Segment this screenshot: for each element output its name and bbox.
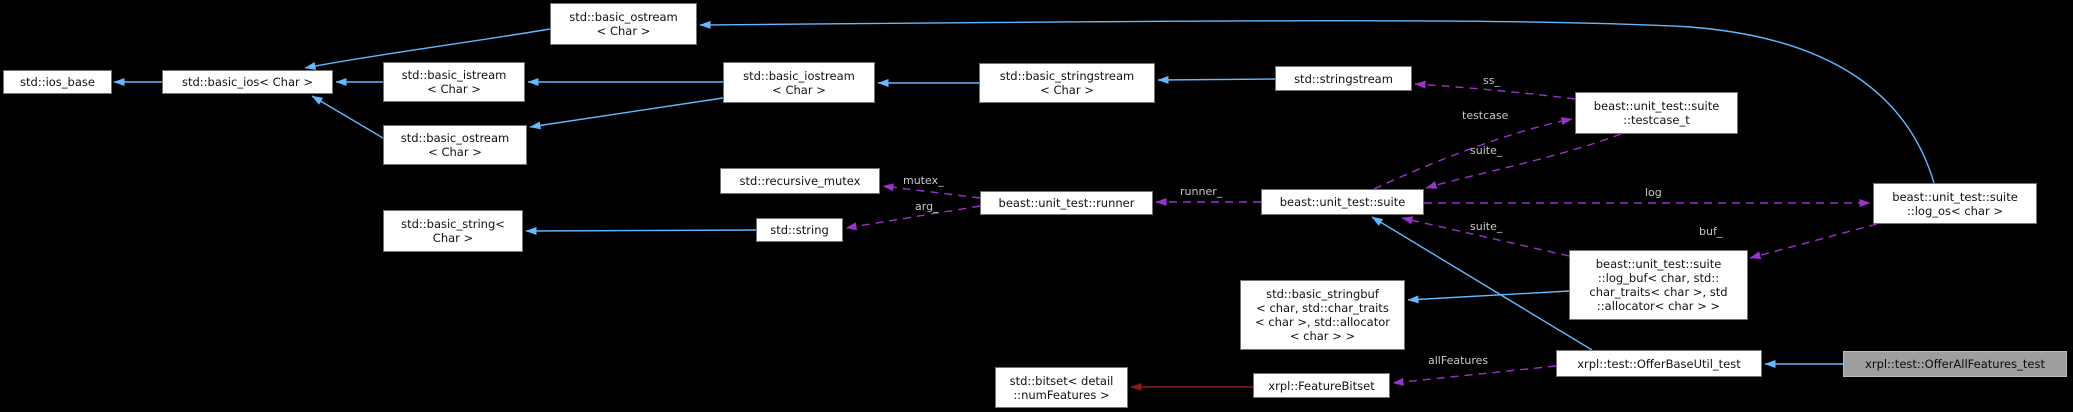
edge-inherit-log-buf-to-basic-stringbuf [1407,290,1570,304]
edge-usage-log-buf-to-suite [1401,216,1570,257]
node-xrpl-feature-bitset[interactable]: xrpl::FeatureBitset [1253,373,1390,398]
edge-label-all-features: allFeatures [1428,354,1489,367]
node-unit-test-runner[interactable]: beast::unit_test::runner [980,191,1153,215]
edge-label-log: log [1645,186,1662,199]
node-std-string[interactable]: std::string [756,218,843,242]
edge-usage-suite-to-testcase-t [1373,117,1573,190]
edge-label-runner: runner_ [1180,185,1223,198]
edge-usage-offer-base-util-to-feature-bitset [1392,365,1557,386]
node-suite-log-buf[interactable]: beast::unit_test::suite ::log_buf< char,… [1569,250,1748,320]
edge-usage-runner-to-recursive-mutex [882,183,981,199]
edge-inherit-log-os-to-basic-ostream-top [699,20,1935,184]
edge-usage-testcase-t-to-stringstream [1414,80,1576,100]
node-std-recursive-mutex[interactable]: std::recursive_mutex [720,168,880,194]
node-std-ios-base[interactable]: std::ios_base [3,70,112,94]
node-offer-all-features-test: xrpl::test::OfferAllFeatures_test [1843,351,2067,377]
node-std-basic-iostream[interactable]: std::basic_iostream < Char > [723,62,875,103]
edge-usage-runner-to-string [845,205,981,231]
edge-label-suite-upper: suite_ [1470,144,1503,157]
edge-usage-log-os-to-log-buf [1749,223,1878,260]
edge-inherit-basic-ostream-top-to-basic-ios [304,28,551,70]
node-suite-testcase-t[interactable]: beast::unit_test::suite ::testcase_t [1575,92,1738,134]
edge-label-arg: arg_ [915,200,939,213]
node-std-basic-ostream-top[interactable]: std::basic_ostream < Char > [550,3,697,45]
node-std-stringstream[interactable]: std::stringstream [1275,66,1412,91]
edge-inherit-stringstream-to-basic-stringstream [1157,75,1276,84]
node-std-basic-string[interactable]: std::basic_string< Char > [383,210,523,252]
edge-usage-testcase-t-to-suite [1425,133,1622,189]
edge-inherit-basic-iostream-to-basic-ostream-mid [529,97,724,130]
node-std-basic-ostream-mid[interactable]: std::basic_ostream < Char > [383,125,527,165]
edge-inherit-string-to-basic-string [525,226,757,235]
node-std-bitset[interactable]: std::bitset< detail ::numFeatures > [995,367,1128,408]
node-std-basic-ios[interactable]: std::basic_ios< Char > [162,70,333,94]
edge-inherit-offer-base-util-to-suite [1371,216,1593,351]
edge-label-mutex: mutex_ [903,174,944,187]
edge-label-suite-lower: suite_ [1470,220,1503,233]
node-std-basic-istream[interactable]: std::basic_istream < Char > [383,62,525,102]
edge-label-testcase: testcase [1462,109,1509,122]
edge-label-buf: buf_ [1699,225,1723,238]
node-suite-log-os[interactable]: beast::unit_test::suite ::log_os< char > [1873,183,2037,224]
edge-inherit-basic-ostream-mid-to-basic-ios [311,95,384,139]
node-offer-base-util-test[interactable]: xrpl::test::OfferBaseUtil_test [1556,350,1762,377]
node-unit-test-suite[interactable]: beast::unit_test::suite [1261,189,1424,215]
edge-label-ss: ss_ [1483,74,1500,87]
node-std-basic-stringstream[interactable]: std::basic_stringstream < Char > [979,63,1155,103]
node-std-basic-stringbuf[interactable]: std::basic_stringbuf < char, std::char_t… [1240,280,1405,350]
